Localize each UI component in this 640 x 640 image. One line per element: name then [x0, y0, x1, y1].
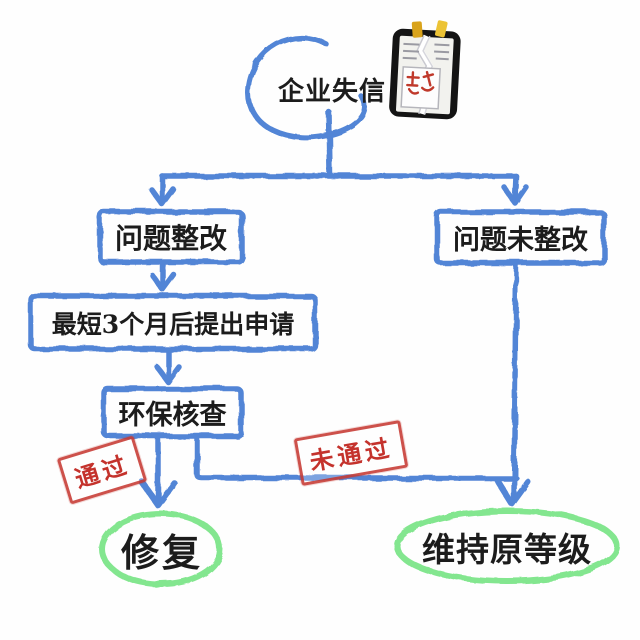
node-label-environmental-review: 环保核查	[118, 400, 227, 431]
node-box-problem-not-rectified	[434, 209, 607, 266]
arrowhead-notrectified-to-keep	[494, 477, 531, 507]
arrowhead-right-drop	[501, 184, 529, 206]
arrowhead-rectified-to-apply	[149, 272, 177, 293]
start-circle-scribble	[245, 34, 368, 141]
blue-connector-group	[28, 34, 607, 509]
node-label-problem-rectified: 问题整改	[114, 222, 227, 255]
terminal-ellipse-repair	[99, 511, 223, 587]
start-label: 企业失信	[277, 76, 386, 107]
terminal-label-repair: 修复	[120, 529, 203, 575]
torn-credit-document-icon	[389, 20, 461, 120]
green-terminal-group	[99, 508, 620, 587]
edge-start-down	[326, 109, 333, 176]
node-label-apply-after-3-months: 最短3个月后提出申请	[51, 309, 295, 339]
node-box-problem-rectified	[97, 209, 245, 265]
arrowhead-pass-to-repair	[138, 478, 178, 509]
node-box-environmental-review	[101, 386, 244, 439]
edge-right-drop	[512, 173, 519, 202]
arrowhead-apply-to-review	[154, 364, 182, 385]
edge-fail-elbow	[194, 435, 519, 481]
edge-notrectified-to-keep	[511, 262, 519, 500]
terminal-label-keep-old-grade: 维持原等级	[422, 530, 592, 569]
node-label-problem-not-rectified: 问题未整改	[453, 225, 588, 256]
node-box-apply-after-3-months	[28, 293, 318, 352]
red-seal-scribble	[406, 70, 435, 95]
arrowhead-left-drop	[148, 186, 176, 207]
terminal-ellipse-keep-old-grade	[394, 508, 620, 584]
